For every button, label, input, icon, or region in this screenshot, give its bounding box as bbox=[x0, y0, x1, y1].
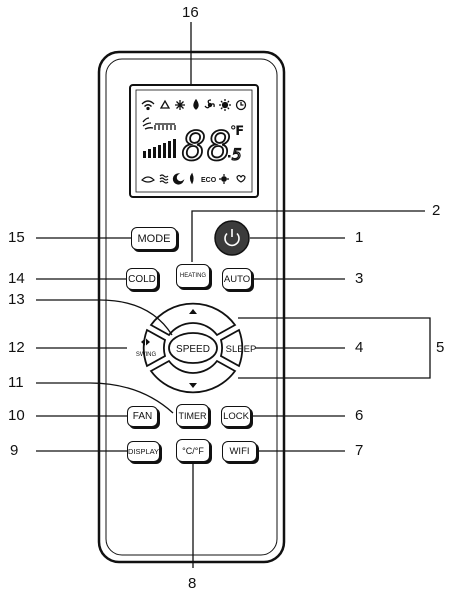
sleep-button-label: SLEEP bbox=[226, 344, 257, 355]
leader-11 bbox=[36, 382, 174, 414]
arrow-down-icon bbox=[189, 383, 197, 388]
swing-button-label: SWING bbox=[136, 352, 157, 358]
temp-unit-button[interactable]: °C/°F bbox=[176, 439, 210, 462]
callout-14: 14 bbox=[8, 270, 25, 287]
callout-13: 13 bbox=[8, 291, 25, 308]
water-drop-icon bbox=[193, 98, 199, 110]
direction-pad bbox=[142, 302, 244, 394]
auto-button[interactable]: AUTO bbox=[222, 268, 252, 290]
display-button[interactable]: DISPLAY bbox=[127, 441, 160, 462]
callout-5: 5 bbox=[436, 339, 445, 356]
leader-2 bbox=[191, 210, 425, 262]
timer-button[interactable]: TIMER bbox=[176, 404, 209, 427]
callout-11: 11 bbox=[8, 374, 24, 391]
lcd-fan-level-bars bbox=[143, 139, 176, 158]
callout-4: 4 bbox=[355, 339, 364, 356]
mode-button[interactable]: MODE bbox=[131, 227, 177, 250]
up-button[interactable] bbox=[149, 302, 237, 337]
power-button[interactable] bbox=[214, 220, 250, 256]
fan-button[interactable]: FAN bbox=[127, 406, 158, 427]
leaf-icon bbox=[141, 176, 155, 183]
recycle-icon bbox=[159, 99, 171, 109]
lcd-screen bbox=[129, 84, 259, 198]
callout-10: 10 bbox=[8, 407, 25, 424]
callout-6: 6 bbox=[355, 407, 364, 424]
timer-button-label: TIMER bbox=[178, 410, 207, 421]
lcd-temp-unit-icon: ℉ bbox=[230, 124, 244, 139]
lcd-top-icons bbox=[141, 98, 247, 111]
sun-icon bbox=[219, 99, 231, 111]
fan-button-label: FAN bbox=[132, 411, 153, 422]
cold-button[interactable]: COLD bbox=[126, 268, 158, 290]
snowflake-icon bbox=[175, 100, 185, 110]
lcd-eco-label: ECO bbox=[201, 177, 217, 184]
callout-3: 3 bbox=[355, 270, 364, 287]
cold-button-label: COLD bbox=[128, 273, 156, 285]
callout-1: 1 bbox=[355, 229, 364, 246]
wave-icon bbox=[159, 174, 169, 184]
speed-button-label: SPEED bbox=[176, 344, 210, 355]
down-button[interactable] bbox=[149, 359, 237, 394]
temp-unit-button-label: °C/°F bbox=[182, 445, 204, 456]
moon-icon bbox=[172, 173, 185, 185]
sun-small-icon bbox=[219, 174, 229, 184]
power-icon bbox=[224, 229, 240, 247]
arrow-up-icon bbox=[189, 309, 197, 314]
callout-12: 12 bbox=[8, 339, 25, 356]
speed-button[interactable] bbox=[168, 332, 218, 364]
lcd-swing-indicator bbox=[142, 117, 176, 130]
mode-button-label: MODE bbox=[137, 232, 171, 245]
lcd-decimal-dot bbox=[228, 155, 231, 158]
person-icon bbox=[189, 172, 194, 185]
callout-16: 16 bbox=[182, 4, 199, 21]
wifi-button-label: WIFI bbox=[229, 446, 250, 457]
callout-lines bbox=[36, 22, 431, 568]
callout-8: 8 bbox=[188, 575, 197, 592]
clock-icon bbox=[235, 99, 247, 111]
lock-button-label: LOCK bbox=[223, 411, 249, 422]
lcd-screen-inner bbox=[135, 89, 253, 193]
heating-button-label: HEATING bbox=[179, 273, 207, 279]
lock-button[interactable]: LOCK bbox=[221, 406, 251, 427]
wifi-button[interactable]: WIFI bbox=[222, 441, 257, 462]
callout-15: 15 bbox=[8, 229, 25, 246]
lcd-bottom-icons bbox=[141, 172, 246, 185]
display-button-label: DISPLAY bbox=[127, 447, 160, 456]
callout-7: 7 bbox=[355, 442, 364, 459]
leader-5 bbox=[238, 317, 431, 379]
leader-13 bbox=[36, 299, 173, 336]
lcd-digits: 88 bbox=[182, 124, 232, 170]
callout-9: 9 bbox=[10, 442, 19, 459]
callout-2: 2 bbox=[432, 202, 441, 219]
sleep-button[interactable] bbox=[219, 328, 244, 368]
fan-icon bbox=[204, 99, 215, 109]
auto-button-label: AUTO bbox=[223, 273, 251, 285]
wifi-icon bbox=[141, 100, 155, 111]
lcd-small-digit: 5 bbox=[232, 145, 242, 164]
heating-button[interactable]: HEATING bbox=[176, 264, 210, 288]
arrow-left-right-icon bbox=[141, 338, 150, 346]
heart-icon bbox=[236, 174, 246, 183]
